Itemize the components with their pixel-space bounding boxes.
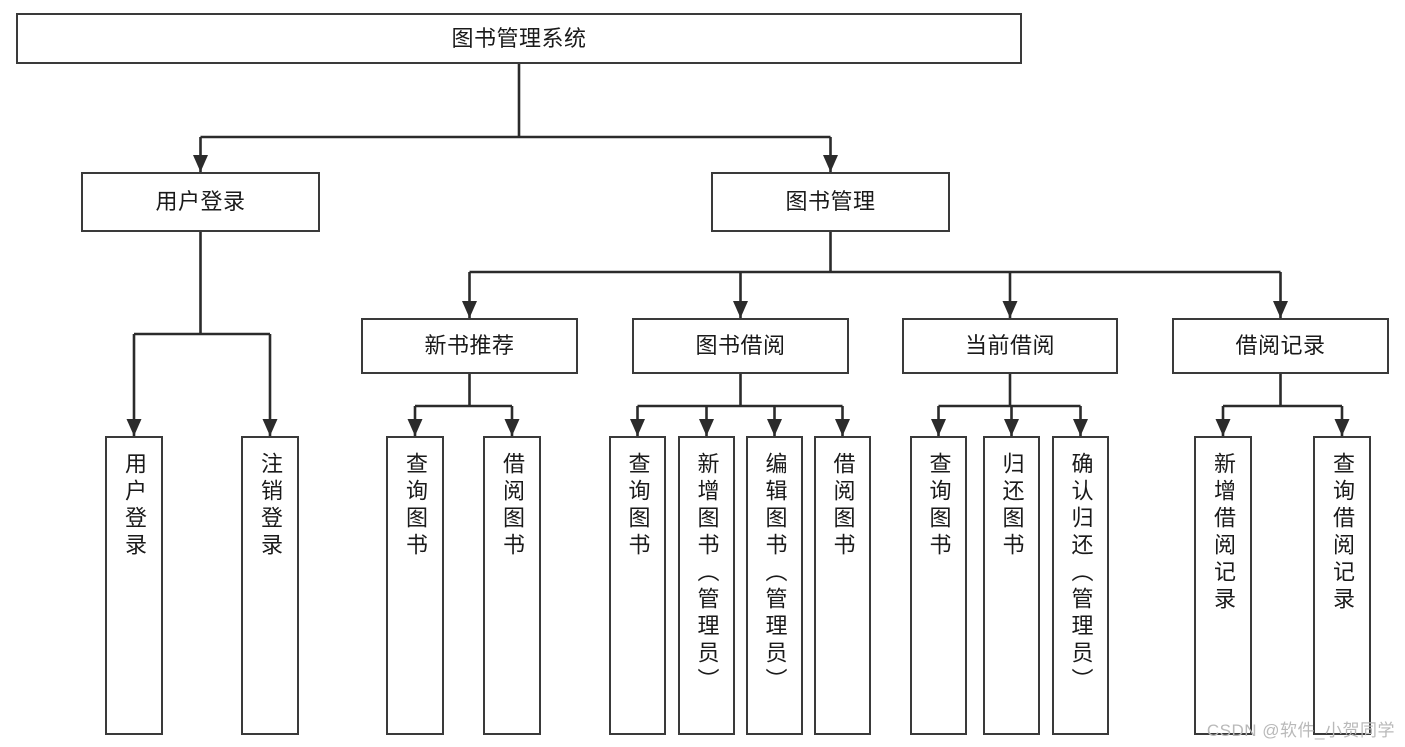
arrow-head-icon-leaf-br-query bbox=[1334, 419, 1350, 436]
node-label: 查询图书 bbox=[926, 452, 952, 560]
node-label: 新增借阅记录 bbox=[1211, 452, 1236, 614]
node-label: 当前借阅 bbox=[964, 333, 1055, 359]
arrow-head-icon-leaf-cb-query bbox=[931, 419, 946, 436]
node-book-borrow[interactable]: 图书借阅 bbox=[632, 318, 849, 374]
node-label: 用户登录 bbox=[155, 189, 246, 215]
arrow-head-icon-new-book-rec bbox=[462, 301, 477, 318]
node-label: 归还图书 bbox=[999, 452, 1025, 560]
arrow-head-icon-leaf-user-logout bbox=[262, 419, 278, 436]
arrow-head-icon-book-borrow bbox=[733, 301, 748, 318]
node-leaf-bb-query[interactable]: 查询图书 bbox=[609, 436, 666, 735]
node-label: 查询图书 bbox=[625, 452, 651, 560]
node-leaf-cb-return[interactable]: 归还图书 bbox=[983, 436, 1040, 735]
node-label: 借阅记录 bbox=[1235, 333, 1326, 359]
node-leaf-bb-borrow[interactable]: 借阅图书 bbox=[814, 436, 871, 735]
node-leaf-bb-add[interactable]: 新增图书（管理员） bbox=[678, 436, 735, 735]
node-label: 用户登录 bbox=[122, 452, 147, 560]
arrow-head-icon-leaf-bb-edit bbox=[767, 419, 782, 436]
node-borrow-record[interactable]: 借阅记录 bbox=[1172, 318, 1389, 374]
arrow-head-icon-current-borrow bbox=[1002, 301, 1018, 318]
node-label: 借阅图书 bbox=[500, 452, 525, 560]
node-label: 借阅图书 bbox=[830, 452, 856, 560]
node-label: 编辑图书（管理员） bbox=[762, 452, 788, 695]
node-leaf-br-query[interactable]: 查询借阅记录 bbox=[1313, 436, 1371, 735]
node-label: 新增图书（管理员） bbox=[694, 452, 720, 695]
arrow-head-icon-borrow-record bbox=[1273, 301, 1288, 318]
node-leaf-user-logout[interactable]: 注销登录 bbox=[241, 436, 299, 735]
node-label: 注销登录 bbox=[258, 452, 283, 560]
node-leaf-cb-query[interactable]: 查询图书 bbox=[910, 436, 967, 735]
node-label: 图书借阅 bbox=[695, 333, 786, 359]
node-book-manage[interactable]: 图书管理 bbox=[711, 172, 950, 232]
watermark-label: CSDN @软件_小贺同学 bbox=[1206, 721, 1395, 740]
arrow-head-icon-leaf-bb-borrow bbox=[835, 419, 850, 436]
node-label: 图书管理 bbox=[785, 189, 876, 215]
node-leaf-user-login[interactable]: 用户登录 bbox=[105, 436, 163, 735]
arrow-head-icon-leaf-cb-confirm bbox=[1073, 419, 1088, 436]
node-leaf-br-add[interactable]: 新增借阅记录 bbox=[1194, 436, 1252, 735]
arrow-head-icon-leaf-bb-add bbox=[699, 419, 714, 436]
node-leaf-rec-query[interactable]: 查询图书 bbox=[386, 436, 444, 735]
node-label: 新书推荐 bbox=[424, 333, 515, 359]
node-leaf-cb-confirm[interactable]: 确认归还（管理员） bbox=[1052, 436, 1109, 735]
arrow-head-icon-leaf-rec-query bbox=[407, 419, 423, 436]
arrow-head-icon-leaf-br-add bbox=[1215, 419, 1231, 436]
node-label: 查询图书 bbox=[403, 452, 428, 560]
arrow-head-icon-leaf-user-login bbox=[126, 419, 142, 436]
node-label: 确认归还（管理员） bbox=[1068, 452, 1094, 695]
arrow-head-icon-leaf-rec-borrow bbox=[504, 419, 520, 436]
node-new-book-rec[interactable]: 新书推荐 bbox=[361, 318, 578, 374]
node-label: 查询借阅记录 bbox=[1330, 452, 1355, 614]
node-root[interactable]: 图书管理系统 bbox=[16, 13, 1022, 64]
node-leaf-bb-edit[interactable]: 编辑图书（管理员） bbox=[746, 436, 803, 735]
arrow-head-icon-leaf-cb-return bbox=[1004, 419, 1019, 436]
node-current-borrow[interactable]: 当前借阅 bbox=[902, 318, 1118, 374]
node-leaf-rec-borrow[interactable]: 借阅图书 bbox=[483, 436, 541, 735]
node-user-login[interactable]: 用户登录 bbox=[81, 172, 320, 232]
arrow-head-icon-user-login bbox=[193, 155, 208, 172]
node-label: 图书管理系统 bbox=[451, 25, 587, 51]
arrow-head-icon-book-manage bbox=[823, 155, 838, 172]
arrow-head-icon-leaf-bb-query bbox=[630, 419, 645, 436]
